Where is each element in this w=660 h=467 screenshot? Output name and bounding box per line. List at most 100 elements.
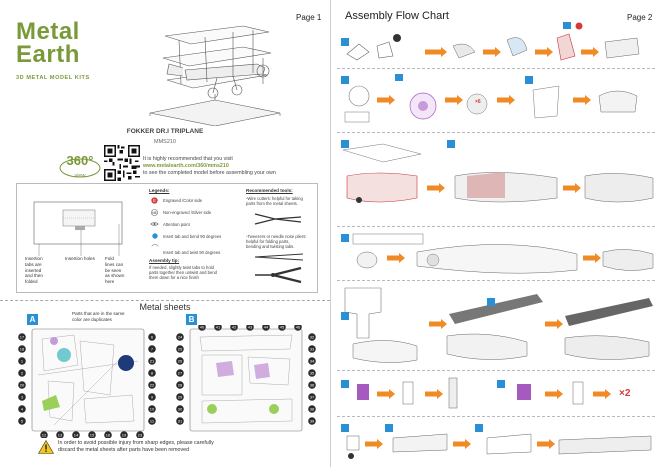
tools-title: Recommended tools:: [246, 188, 293, 193]
svg-text:13: 13: [58, 433, 63, 438]
part-number-marker: 7: [148, 345, 156, 353]
svg-text:12: 12: [42, 433, 47, 438]
part-number-marker: 42: [230, 325, 238, 331]
attention-point-icon: [150, 222, 159, 226]
svg-text:11: 11: [150, 419, 155, 424]
svg-text:17: 17: [20, 335, 25, 340]
svg-text:4: 4: [21, 407, 24, 412]
svg-text:32: 32: [310, 335, 315, 340]
svg-text:2: 2: [21, 371, 24, 376]
assembly-step-7: [341, 424, 652, 459]
page-number: Page 2: [627, 13, 653, 22]
part-number-marker: 18: [18, 345, 26, 353]
part-number-marker: 28: [176, 381, 184, 389]
svg-text:44: 44: [264, 325, 269, 330]
part-number-marker: 34: [308, 357, 316, 365]
svg-text:9: 9: [151, 395, 154, 400]
svg-text:35: 35: [310, 371, 315, 376]
insertion-holes-label: Insertion holes: [65, 256, 95, 261]
part-number-marker: 36: [308, 381, 316, 389]
part-number-marker: 24: [176, 333, 184, 341]
svg-text:29: 29: [178, 395, 183, 400]
part-number-marker: 1: [18, 357, 26, 365]
svg-text:39: 39: [310, 419, 315, 424]
part-number-marker: 32: [308, 333, 316, 341]
multiplier-x6: ×6: [475, 99, 481, 105]
view-360-badge[interactable]: 360° view: [57, 148, 103, 184]
pliers-icon: [255, 266, 302, 284]
engraved-side-icon: E: [151, 197, 158, 204]
part-number-marker: 17: [18, 333, 26, 341]
svg-text:10: 10: [150, 407, 155, 412]
part-number-marker: 16: [104, 431, 112, 438]
qr-code[interactable]: [104, 145, 140, 181]
svg-text:33: 33: [310, 347, 315, 352]
svg-text:22: 22: [150, 383, 155, 388]
svg-text:7: 7: [151, 347, 154, 352]
part-number-marker: 8: [148, 369, 156, 377]
svg-text:E: E: [153, 198, 156, 203]
legend-item-insert-twist: Insert tab and twist 90 degrees: [163, 250, 221, 255]
assembly-step-1: [341, 22, 640, 61]
assembly-step-5: [341, 287, 653, 363]
part-number-marker: 37: [308, 393, 316, 401]
part-number-marker: 6: [148, 333, 156, 341]
part-number-marker: 13: [56, 431, 64, 438]
logo-tagline: 3D METAL MODEL KITS: [16, 75, 90, 81]
svg-text:23: 23: [138, 433, 143, 438]
part-number-marker: 15: [88, 431, 96, 438]
triplane-model-illustration: [149, 25, 281, 126]
assembly-flow-chart-title: Assembly Flow Chart: [345, 10, 449, 22]
svg-text:1: 1: [21, 359, 24, 364]
part-number-marker: 5: [18, 417, 26, 425]
svg-text:15: 15: [90, 433, 95, 438]
svg-text:6: 6: [151, 335, 154, 340]
insert-bend-icon: [152, 233, 158, 239]
legend-item-insert-bend: Insert tab and bend 90 degrees: [163, 234, 222, 239]
svg-text:14: 14: [74, 433, 79, 438]
assembly-step-4: [341, 233, 654, 274]
svg-text:43: 43: [248, 325, 253, 330]
part-number-marker: 43: [246, 325, 254, 331]
assembly-step-3: [341, 140, 654, 203]
step-divider: [337, 416, 655, 417]
view-360-text: 360°: [67, 153, 94, 168]
tweezers-icon: [254, 253, 304, 261]
part-number-marker: 25: [176, 345, 184, 353]
view-360-sub: view: [74, 173, 85, 179]
part-number-marker: 20: [18, 381, 26, 389]
recommendation-line-1: It is highly recommended that you visit: [143, 156, 233, 162]
svg-text:41: 41: [216, 325, 221, 330]
step-divider: [337, 280, 655, 281]
instruction-page-2: Assembly Flow Chart Page 2: [330, 0, 660, 467]
svg-text:30: 30: [178, 407, 183, 412]
svg-text:3: 3: [21, 395, 24, 400]
svg-text:8: 8: [151, 371, 154, 376]
model-code: MMS210: [153, 139, 176, 145]
svg-text:34: 34: [310, 359, 315, 364]
svg-text:46: 46: [296, 325, 301, 330]
legend-title: Legends:: [149, 188, 170, 193]
recommendation-line-3: to see the completed model before assemb…: [143, 170, 276, 176]
svg-text:5: 5: [21, 419, 24, 424]
assembly-step-6: [341, 377, 611, 409]
part-number-marker: 35: [308, 369, 316, 377]
page-number: Page 1: [296, 13, 322, 22]
part-number-marker: 14: [72, 431, 80, 438]
website-url-link[interactable]: www.metalearth.com/360/mms210: [143, 163, 229, 169]
part-number-marker: 9: [148, 393, 156, 401]
svg-text:42: 42: [232, 325, 237, 330]
svg-text:16: 16: [106, 433, 111, 438]
part-number-marker: 26: [176, 357, 184, 365]
model-name: FOKKER DR.I TRIPLANE: [126, 128, 204, 135]
non-engraved-side-icon: NE: [151, 209, 158, 216]
part-number-marker: 40: [198, 325, 206, 331]
svg-text:18: 18: [20, 347, 25, 352]
part-number-marker: 29: [176, 393, 184, 401]
assembly-step-2: [341, 74, 638, 123]
part-number-marker: 10: [148, 405, 156, 413]
step-divider: [337, 132, 655, 133]
